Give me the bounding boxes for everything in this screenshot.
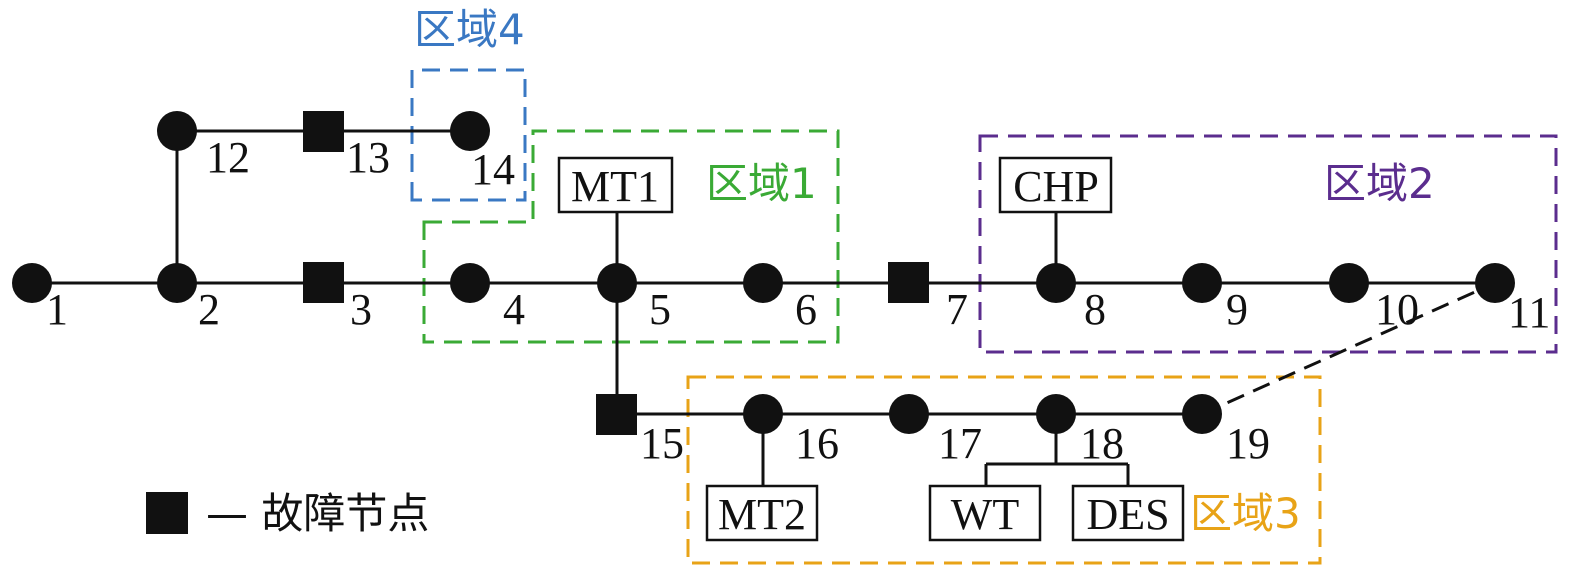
device-mt2: MT2 (705, 484, 819, 542)
node-label-19: 19 (1226, 419, 1270, 468)
node-12 (157, 111, 197, 151)
device-des: DES (1071, 484, 1185, 542)
node-label-5: 5 (649, 285, 671, 334)
zone1-label: 区域1 (706, 159, 817, 208)
node-label-10: 10 (1375, 285, 1419, 334)
node-label-6: 6 (795, 285, 817, 334)
node-label-1: 1 (46, 285, 68, 334)
zone-labels: 区域4 区域1 区域2 区域3 (414, 5, 1435, 538)
node-labels: 1 2 3 4 5 6 7 8 9 10 11 12 13 14 15 16 1… (46, 133, 1550, 468)
device-mt1-label: MT1 (571, 162, 659, 211)
node-8 (1036, 263, 1076, 303)
node-16 (743, 394, 783, 434)
device-mt1: MT1 (557, 156, 674, 214)
zone4-boundary (410, 68, 527, 202)
device-wt: WT (928, 484, 1042, 542)
node-label-13: 13 (346, 133, 390, 182)
node-label-17: 17 (938, 419, 982, 468)
node-7-fault (888, 262, 929, 303)
zone3-boundary (686, 375, 1322, 565)
devices: MT1 CHP MT2 WT DES (557, 156, 1185, 542)
node-label-14: 14 (471, 145, 515, 194)
legend-text: — 故障节点 (206, 489, 429, 538)
device-mt2-label: MT2 (718, 490, 806, 539)
node-10 (1329, 263, 1369, 303)
device-chp-label: CHP (1013, 162, 1099, 211)
zone2-label: 区域2 (1324, 159, 1435, 208)
node-14 (450, 111, 490, 151)
node-1 (12, 263, 52, 303)
zone-boundaries (410, 68, 1558, 565)
node-label-11: 11 (1508, 288, 1550, 337)
node-13-fault (303, 111, 344, 152)
node-label-2: 2 (198, 285, 220, 334)
node-5 (597, 263, 637, 303)
node-17 (889, 394, 929, 434)
device-des-label: DES (1086, 490, 1169, 539)
node-label-15: 15 (640, 419, 684, 468)
node-label-8: 8 (1084, 285, 1106, 334)
zone3-label: 区域3 (1190, 489, 1301, 538)
legend: — 故障节点 (146, 489, 429, 538)
node-label-3: 3 (350, 285, 372, 334)
node-6 (743, 263, 783, 303)
node-9 (1182, 263, 1222, 303)
node-label-18: 18 (1080, 419, 1124, 468)
node-label-16: 16 (795, 419, 839, 468)
node-label-9: 9 (1226, 285, 1248, 334)
node-19 (1182, 394, 1222, 434)
node-label-12: 12 (206, 133, 250, 182)
node-label-4: 4 (503, 285, 525, 334)
device-chp: CHP (998, 156, 1113, 214)
node-18 (1036, 394, 1076, 434)
node-4 (450, 263, 490, 303)
nodes (12, 111, 1515, 435)
zone1-boundary (422, 129, 840, 344)
node-label-7: 7 (946, 285, 968, 334)
device-wt-label: WT (951, 490, 1020, 539)
zone4-label: 区域4 (414, 5, 525, 54)
node-2 (157, 263, 197, 303)
node-3-fault (303, 262, 344, 303)
node-15-fault (596, 394, 637, 435)
line-19-11-dashed (1201, 281, 1496, 416)
legend-fault-square (146, 492, 188, 534)
node-11 (1475, 263, 1515, 303)
zone2-boundary (978, 134, 1558, 354)
